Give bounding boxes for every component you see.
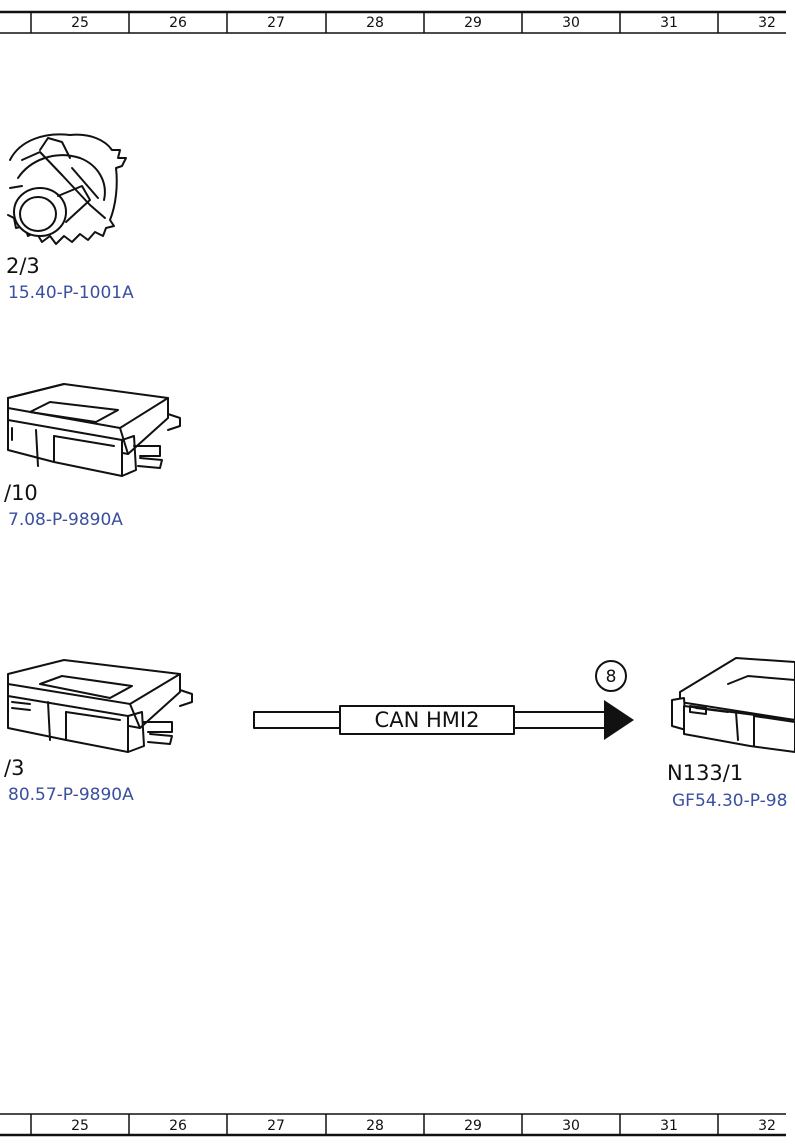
component-label-3: /3: [4, 756, 24, 780]
bus-label-box: [339, 705, 515, 735]
ruler-col-32-bottom: 32: [758, 1118, 776, 1134]
bus-arrow-icon: [604, 700, 634, 740]
bottom-ruler: 25 26 27 28 29 30 31 32: [0, 1113, 786, 1137]
component-ref-link-1[interactable]: 15.40-P-1001A: [8, 283, 134, 303]
ruler-col-31: 31: [660, 15, 678, 31]
control-unit-icon[interactable]: [671, 657, 795, 753]
can-bus-line: CAN HMI2 8: [253, 660, 634, 740]
ruler-col-27-bottom: 27: [267, 1118, 285, 1134]
ruler-col-29-bottom: 29: [464, 1118, 482, 1134]
sensor-icon[interactable]: [7, 133, 127, 245]
ruler-col-28: 28: [366, 15, 384, 31]
control-unit-icon[interactable]: [7, 383, 181, 477]
component-ref-link-4[interactable]: GF54.30-P-98: [672, 791, 787, 811]
ruler-col-28-bottom: 28: [366, 1118, 384, 1134]
ruler-col-30: 30: [562, 15, 580, 31]
ruler-col-32: 32: [758, 15, 776, 31]
bus-label: CAN HMI2: [375, 708, 480, 732]
ruler-col-31-bottom: 31: [660, 1118, 678, 1134]
ruler-col-26: 26: [169, 15, 187, 31]
connector-badge: [595, 660, 627, 692]
component-label-1: 2/3: [6, 254, 40, 278]
ruler-col-25: 25: [71, 15, 89, 31]
ruler-col-26-bottom: 26: [169, 1118, 187, 1134]
ruler-col-29: 29: [464, 15, 482, 31]
component-ref-link-2[interactable]: 7.08-P-9890A: [8, 510, 123, 530]
ruler-col-30-bottom: 30: [562, 1118, 580, 1134]
top-ruler: 25 26 27 28 29 30 31 32: [0, 10, 786, 34]
ruler-col-25-bottom: 25: [71, 1118, 89, 1134]
component-label-2: /10: [4, 481, 38, 505]
ruler-col-27: 27: [267, 15, 285, 31]
connector-number: 8: [606, 667, 617, 687]
component-label-4: N133/1: [667, 761, 743, 785]
control-unit-icon[interactable]: [7, 659, 193, 753]
component-ref-link-3[interactable]: 80.57-P-9890A: [8, 785, 134, 805]
